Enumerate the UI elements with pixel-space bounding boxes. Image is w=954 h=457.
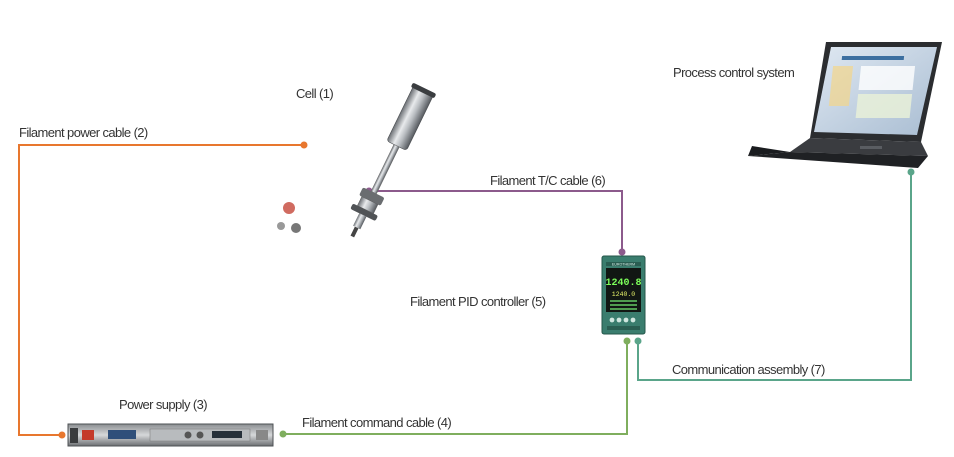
command-cable-pid-dot [623, 337, 631, 345]
process-control-system-label: Process control system [673, 65, 795, 80]
filament-tc-cable-label: Filament T/C cable (6) [490, 173, 606, 188]
filament-pid-controller-label: Filament PID controller (5) [410, 294, 546, 309]
command-cable-psu-dot [279, 430, 287, 438]
communication-cable [637, 172, 912, 381]
tc-cable-pid-dot [618, 248, 626, 256]
power-cable-psu-dot [58, 431, 66, 439]
filament-command-cable-label: Filament command cable (4) [302, 415, 452, 430]
power-cable-end-dot [300, 141, 308, 149]
cell-image [277, 83, 436, 238]
pid-sub-value: 1240.0 [612, 291, 636, 298]
filament-power-cable-label: Filament power cable (2) [19, 125, 148, 140]
filament-tc-cable [369, 190, 623, 252]
cell-label: Cell (1) [296, 86, 334, 101]
power-supply-image [67, 423, 274, 447]
pid-controller-image: EUROTHERM 1240.8 1240.0 [601, 255, 646, 335]
power-supply-label: Power supply (3) [119, 397, 208, 412]
communication-cable-pid-dot [634, 337, 642, 345]
communication-cable-pc-dot [907, 168, 915, 176]
filament-power-cable [18, 144, 304, 436]
laptop-image [748, 42, 942, 168]
pid-brand-text: EUROTHERM [612, 263, 635, 267]
communication-assembly-label: Communication assembly (7) [672, 362, 825, 377]
pid-main-value: 1240.8 [605, 278, 641, 289]
filament-command-cable [283, 341, 628, 435]
